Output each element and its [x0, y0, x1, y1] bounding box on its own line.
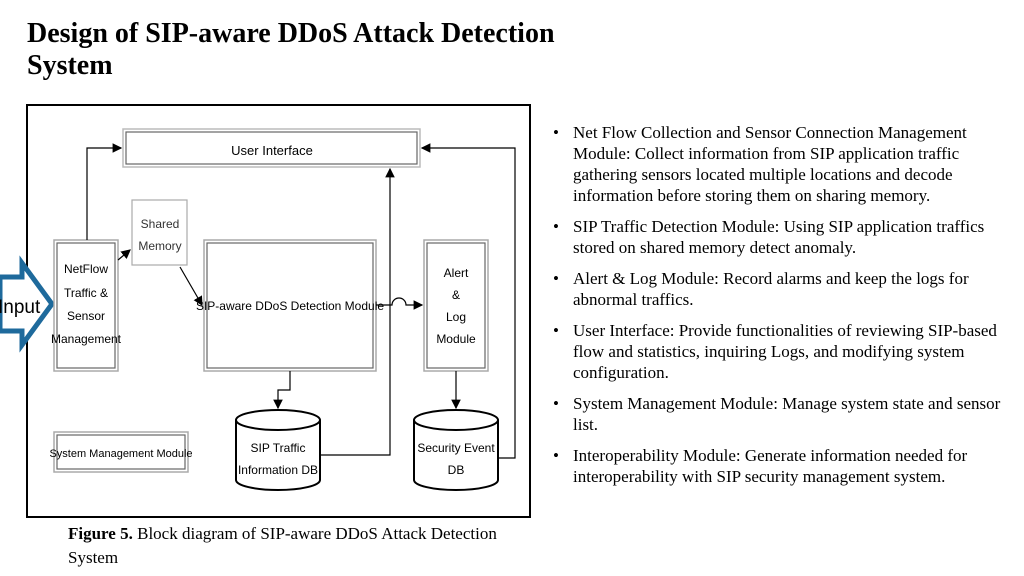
security-db-line1: Security Event [417, 441, 495, 455]
netflow-block: NetFlow Traffic & Sensor Management [51, 239, 122, 372]
security-db-line2: DB [448, 463, 465, 477]
netflow-line1: NetFlow [64, 262, 108, 276]
slide-title: Design of SIP-aware DDoS Attack Detectio… [27, 18, 555, 81]
connectors [86, 143, 516, 459]
bullet-item: Net Flow Collection and Sensor Connectio… [553, 122, 1015, 206]
detection-module-label: SIP-aware DDoS Detection Module [196, 299, 384, 313]
figure-caption: Figure 5. Block diagram of SIP-aware DDo… [68, 522, 508, 570]
bullet-item: SIP Traffic Detection Module: Using SIP … [553, 216, 1015, 258]
shared-memory-block: Shared Memory [131, 199, 188, 266]
netflow-line2: Traffic & [64, 286, 108, 300]
caption-text: Block diagram of SIP-aware DDoS Attack D… [68, 524, 497, 567]
bullet-item: User Interface: Provide functionalities … [553, 320, 1015, 383]
shared-memory-line1: Shared [141, 217, 180, 231]
bullet-list: Net Flow Collection and Sensor Connectio… [553, 122, 1015, 497]
block-diagram: Input User Interface Shared Memory NetFl… [0, 100, 534, 520]
alert-log-block: Alert & Log Module [423, 239, 489, 372]
alert-log-line1: Alert [444, 266, 469, 280]
input-arrow: Input [0, 255, 56, 353]
alert-log-line2: & [452, 288, 460, 302]
user-interface-block: User Interface [122, 128, 421, 168]
caption-label: Figure 5. [68, 524, 133, 543]
alert-log-line4: Module [436, 332, 476, 346]
detection-module-block: SIP-aware DDoS Detection Module [196, 239, 384, 372]
alert-log-line3: Log [446, 310, 466, 324]
input-label: Input [0, 297, 41, 318]
bullet-item: Alert & Log Module: Record alarms and ke… [553, 268, 1015, 310]
user-interface-label: User Interface [231, 143, 313, 158]
sip-db-line1: SIP Traffic [251, 441, 306, 455]
sip-traffic-db: SIP Traffic Information DB [235, 409, 321, 491]
sip-db-line2: Information DB [238, 463, 318, 477]
system-management-block: System Management Module [49, 431, 193, 473]
shared-memory-line2: Memory [138, 239, 181, 253]
security-event-db: Security Event DB [413, 409, 499, 491]
netflow-line3: Sensor [67, 309, 105, 323]
bullet-item: Interoperability Module: Generate inform… [553, 445, 1015, 487]
bullet-item: System Management Module: Manage system … [553, 393, 1015, 435]
netflow-line4: Management [51, 332, 122, 346]
system-management-label: System Management Module [49, 448, 192, 460]
